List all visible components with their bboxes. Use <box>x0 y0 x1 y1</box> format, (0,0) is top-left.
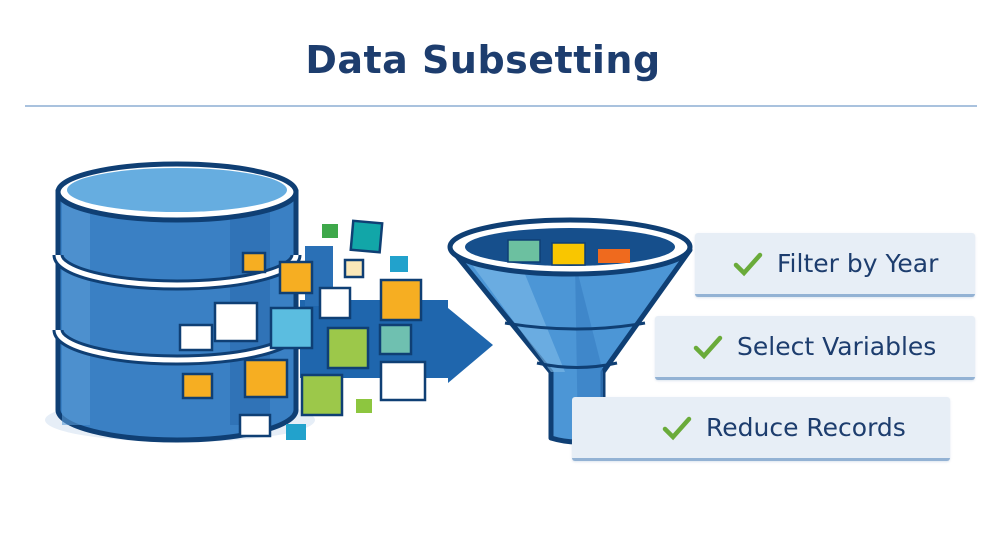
step-label: Filter by Year <box>777 249 939 278</box>
step-card-filter-by-year: Filter by Year <box>695 233 975 297</box>
funnel-square <box>598 249 630 263</box>
data-square <box>178 323 214 352</box>
data-square <box>241 251 267 274</box>
data-square <box>378 323 413 356</box>
step-card-select-variables: Select Variables <box>655 316 975 380</box>
step-label: Reduce Records <box>706 413 906 442</box>
page-title: Data Subsetting <box>305 38 661 82</box>
data-square <box>278 260 314 295</box>
data-square <box>286 424 306 440</box>
check-icon <box>733 252 763 276</box>
data-squares <box>178 219 427 440</box>
check-icon <box>693 335 723 359</box>
data-square <box>238 413 272 438</box>
data-square <box>379 360 427 402</box>
funnel-square <box>507 239 541 263</box>
data-square <box>343 258 365 279</box>
data-square <box>326 326 370 370</box>
funnel-square <box>551 242 586 266</box>
database-icon <box>52 161 302 443</box>
data-square <box>356 399 372 413</box>
title-divider <box>25 105 977 107</box>
step-card-reduce-records: Reduce Records <box>572 397 950 461</box>
data-square <box>379 278 423 322</box>
data-square <box>322 224 338 238</box>
data-square <box>269 306 314 350</box>
step-label: Select Variables <box>737 332 937 361</box>
data-square <box>213 301 259 343</box>
data-square <box>349 219 384 254</box>
data-square <box>390 256 408 272</box>
data-square <box>300 373 344 417</box>
data-square <box>318 286 352 320</box>
check-icon <box>662 416 692 440</box>
data-square <box>243 358 289 399</box>
funnel-icon <box>447 217 693 445</box>
data-square <box>181 372 214 400</box>
